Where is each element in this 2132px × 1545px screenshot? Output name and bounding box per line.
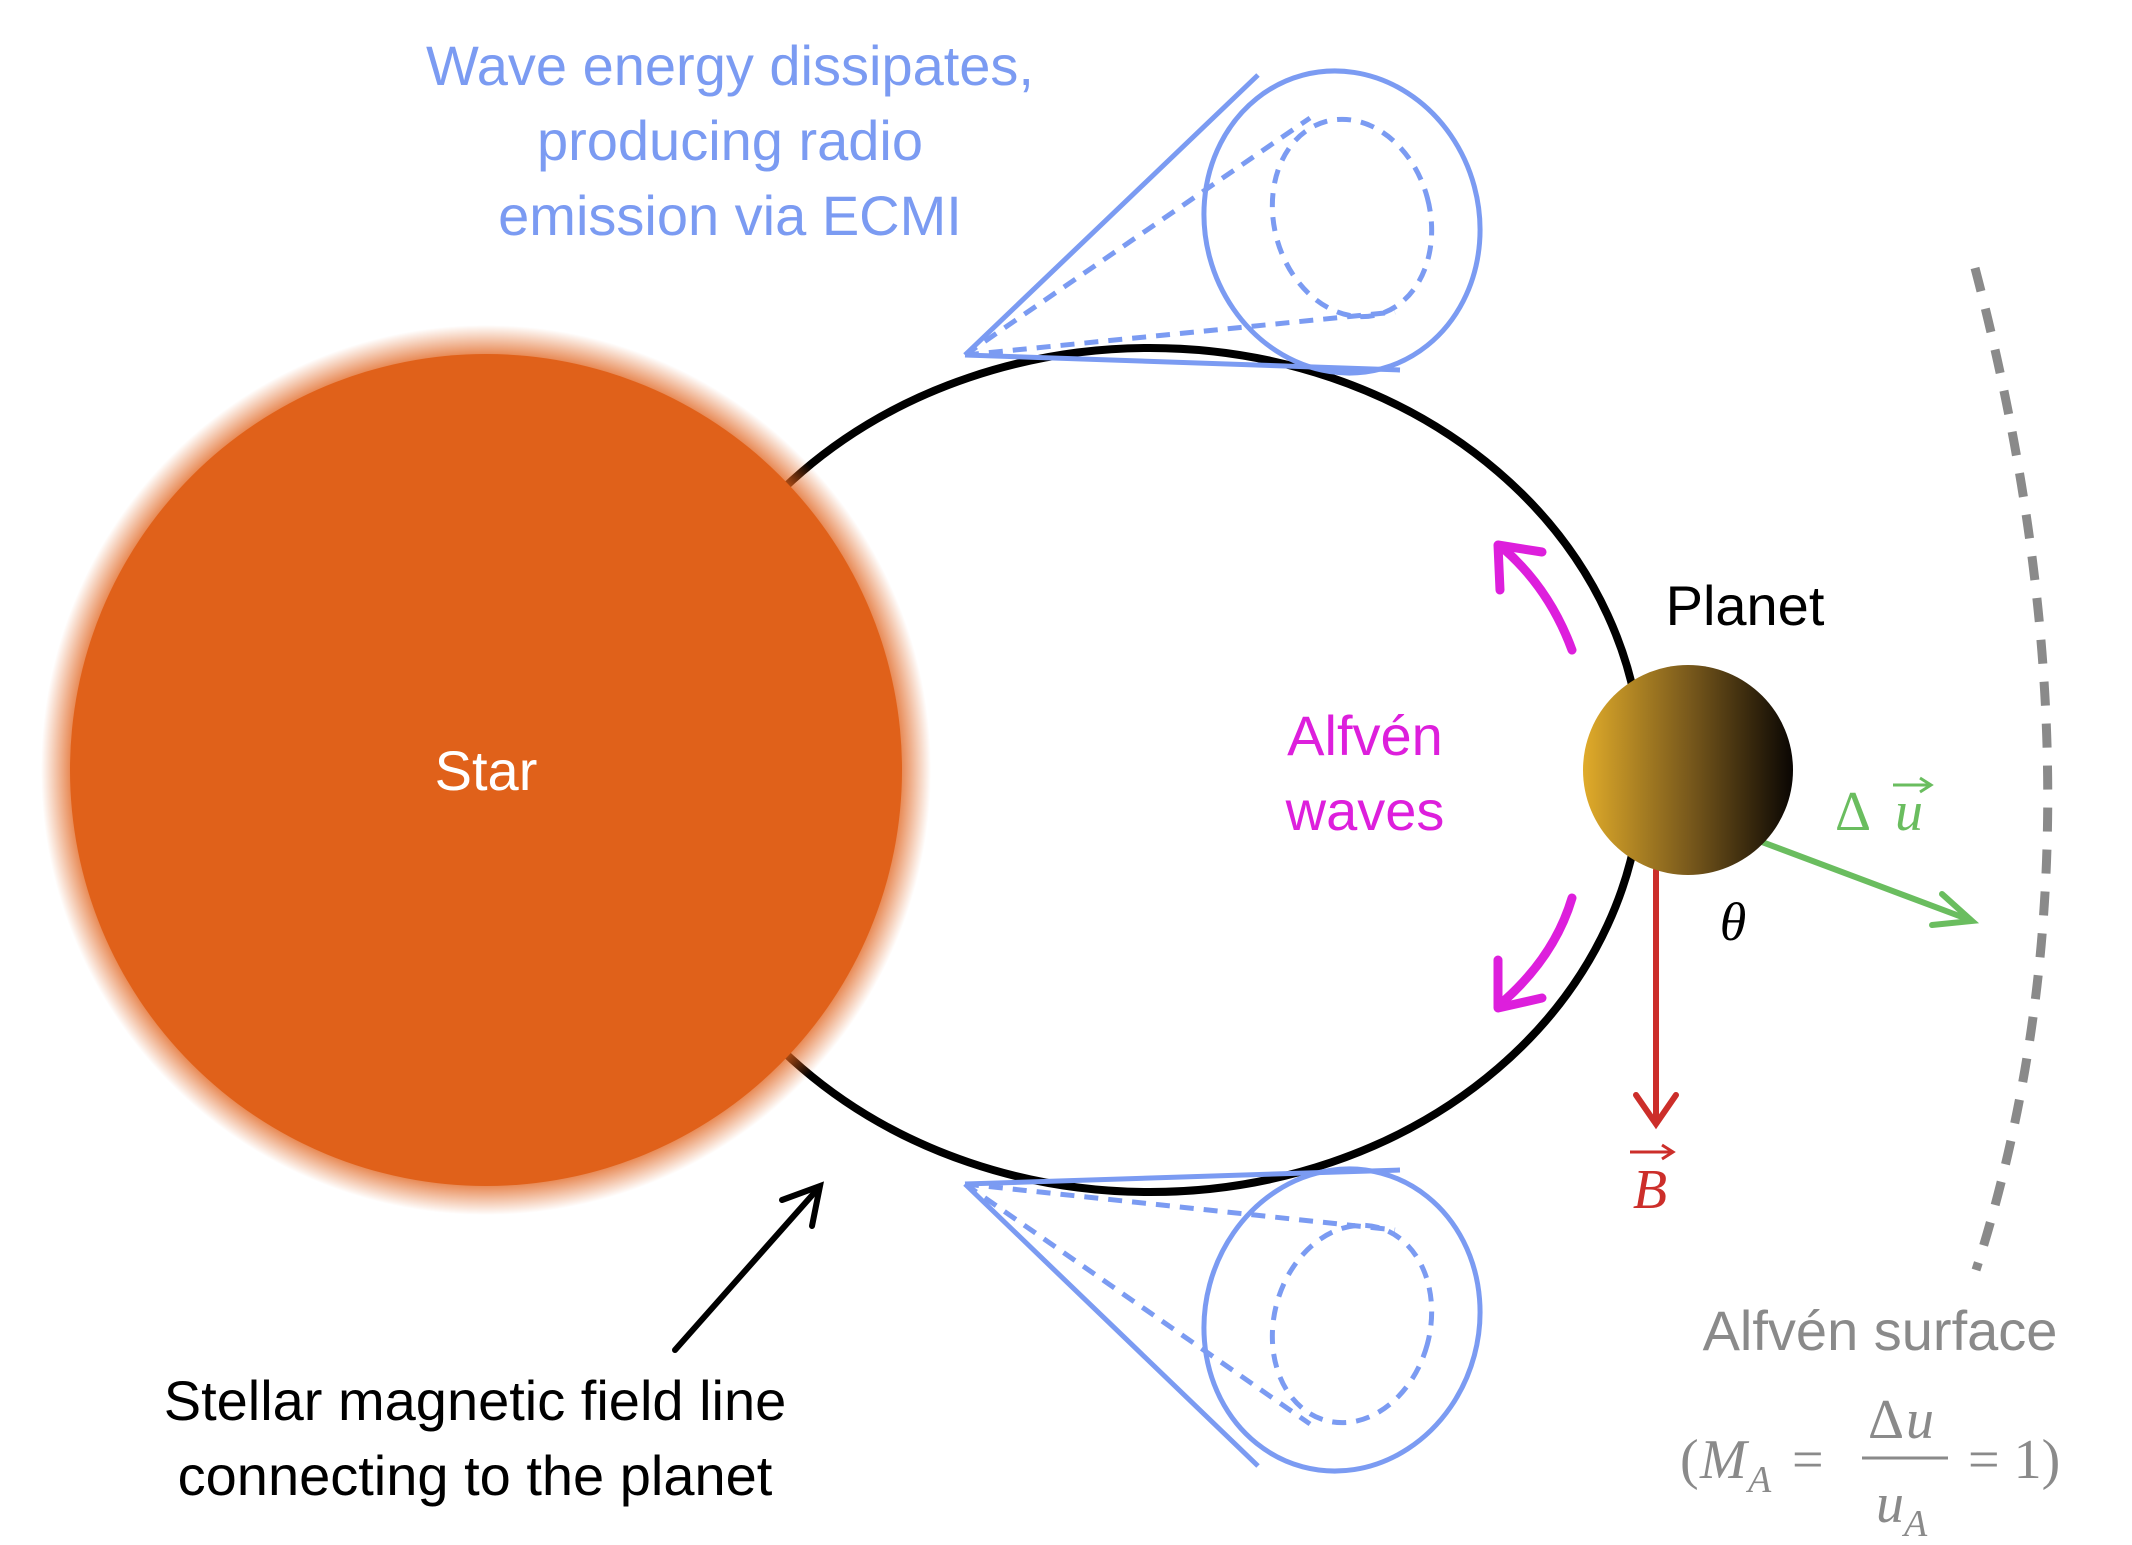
wave-energy-line-1: Wave energy dissipates, <box>426 34 1034 97</box>
formula-equals-1: = <box>1792 1429 1824 1491</box>
formula-den-subscript: A <box>1901 1503 1928 1545</box>
formula-m: M <box>1699 1429 1750 1491</box>
delta-u-vector-arrow <box>1893 776 1934 794</box>
wave-energy-line-2: producing radio <box>537 109 923 172</box>
star <box>70 354 902 1186</box>
alfven-surface-label: Alfvén surface <box>1703 1299 2058 1362</box>
planet-label: Planet <box>1666 574 1825 637</box>
planet <box>1583 665 1793 875</box>
field-line-pointer-arrow <box>672 1181 824 1353</box>
b-field-vector <box>1633 867 1679 1130</box>
formula-den-u: u <box>1876 1473 1904 1535</box>
upper-emission-cone <box>963 68 1483 376</box>
delta-u-label: Δ u <box>1835 776 1934 843</box>
delta-u-u: u <box>1895 781 1923 843</box>
alfven-wave-arrowhead-up <box>1493 540 1547 595</box>
wave-energy-label: Wave energy dissipates, producing radio … <box>426 34 1034 247</box>
formula-open-paren: ( <box>1680 1429 1699 1491</box>
formula-num-delta: Δ <box>1868 1389 1904 1451</box>
delta-u-delta: Δ <box>1835 781 1871 843</box>
b-vector-arrow <box>1630 1143 1676 1161</box>
delta-u-vector <box>1727 827 1980 928</box>
mach-formula: ( M A = Δ u u A = 1) <box>1680 1389 2060 1545</box>
lower-emission-cone <box>963 1166 1483 1474</box>
b-letter: B <box>1633 1159 1667 1221</box>
alfven-wave-arrowhead-down <box>1493 955 1547 1013</box>
star-label: Star <box>435 739 538 802</box>
alfven-wave-arrows <box>1493 540 1577 1013</box>
alfven-wave-arrow-up <box>1500 545 1577 655</box>
formula-equals-one: = 1) <box>1968 1429 2060 1491</box>
formula-num-u: u <box>1906 1389 1934 1451</box>
alfven-surface-arc <box>1970 266 2053 1272</box>
wave-energy-line-3: emission via ECMI <box>498 184 962 247</box>
alfven-wave-arrow-down <box>1500 893 1577 1005</box>
theta-label: θ <box>1720 892 1747 952</box>
alfven-waves-line-1: Alfvén <box>1287 704 1443 767</box>
b-label: B <box>1630 1143 1676 1221</box>
alfven-waves-label: Alfvén waves <box>1285 704 1445 842</box>
field-line-label-line-2: connecting to the planet <box>178 1444 773 1507</box>
field-line-label-line-1: Stellar magnetic field line <box>164 1369 787 1432</box>
alfven-waves-line-2: waves <box>1285 779 1445 842</box>
field-line-label: Stellar magnetic field line connecting t… <box>164 1369 787 1507</box>
formula-m-subscript: A <box>1745 1459 1772 1501</box>
